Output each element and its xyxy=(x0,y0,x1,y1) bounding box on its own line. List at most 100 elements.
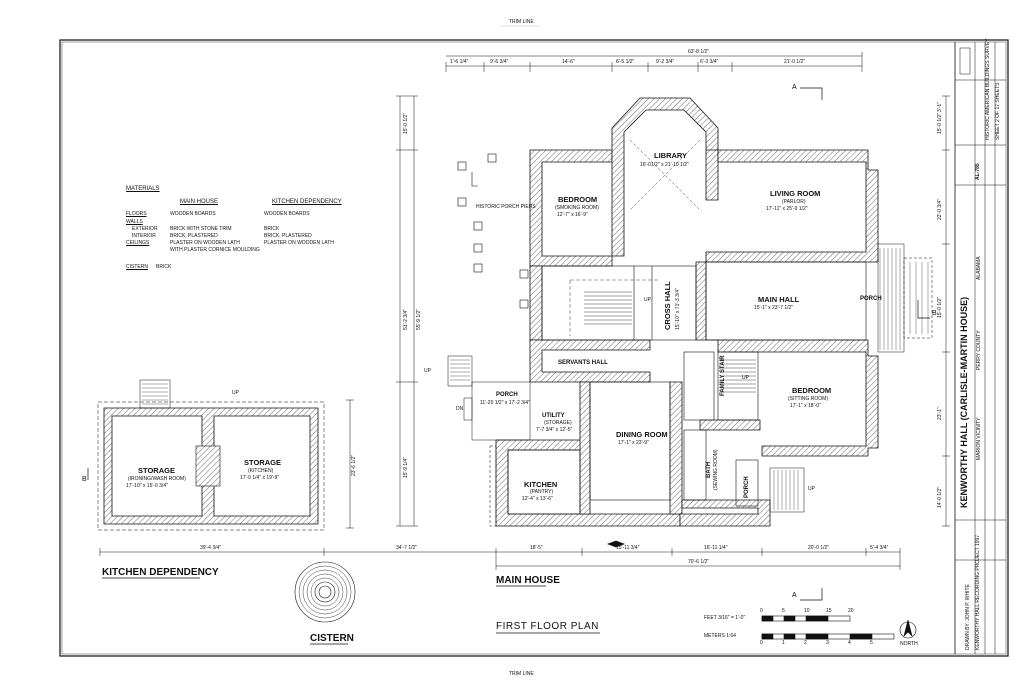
porch-west-dims: 11'-20 1/2" x 17'-2 3/4" xyxy=(480,400,530,406)
dim-bottom: 5'-4 3/4" xyxy=(870,545,889,551)
floors-label: FLOORS xyxy=(126,211,147,217)
drawn-by: DRAWN BY: JOHN P. WHITE xyxy=(965,584,971,650)
east-porch xyxy=(877,243,933,353)
ceilings-label: CEILINGS xyxy=(126,240,150,246)
interior-lines xyxy=(507,139,867,515)
scale-meter-tick: 1 xyxy=(782,640,785,646)
dim-top-total: 63'-8 1/2" xyxy=(688,49,710,55)
bedroom-sitting-name: BEDROOM xyxy=(792,386,832,395)
dimension-lines xyxy=(99,52,950,570)
cistern-drawing xyxy=(294,561,356,623)
bedroom-sitting-sub: (SITTING ROOM) xyxy=(788,396,828,402)
up-note-family: UP xyxy=(742,375,749,381)
cistern-value: BRICK xyxy=(156,264,172,270)
exterior-kitchen: BRICK xyxy=(264,226,280,232)
kitchen-dependency xyxy=(97,379,325,531)
scale-feet-tick: 20 xyxy=(848,608,854,614)
section-b-right: B xyxy=(932,310,937,317)
exterior-label: EXTERIOR xyxy=(132,226,158,232)
porch-south-name: PORCH xyxy=(744,476,750,498)
dim-left: 51'-2 3/4" xyxy=(403,308,409,330)
up-note-main-stair: UP xyxy=(644,297,651,303)
agency: HISTORIC AMERICAN BUILDINGS SURVEY xyxy=(985,38,991,140)
porch-west-name: PORCH xyxy=(496,392,518,398)
habs-number: AL-785 xyxy=(975,163,981,180)
storage-kitchen-sub: (KITCHEN) xyxy=(248,468,274,474)
dim-left: 23'-6 1/2" xyxy=(351,454,357,476)
dim-bottom: 34'-7 1/2" xyxy=(396,545,418,551)
dim-bottom-total: 70'-6 1/2" xyxy=(688,559,710,565)
dim-top: 21'-0 1/2" xyxy=(784,59,806,65)
dim-right: 15'-0 1/2" xyxy=(937,296,943,318)
storage-ironing-dims: 17'-10" x 15'-0 3/4" xyxy=(126,483,168,489)
materials-col-kitchen: KITCHEN DEPENDENCY xyxy=(272,199,342,205)
main-title: KENWORTHY HALL (CARLISLE-MARTIN HOUSE) xyxy=(959,296,969,508)
dining-room-dims: 17'-1" x 23'-9" xyxy=(618,440,649,446)
dim-right: 23'-1" xyxy=(937,407,943,420)
historic-porch-piers-note: HISTORIC PORCH PIERS xyxy=(476,204,536,210)
ceilings-kitchen: PLASTER ON WOODEN LATH xyxy=(264,240,334,246)
location: MARION VICINITY xyxy=(976,417,982,460)
bath-name: BATH xyxy=(706,461,712,478)
storage-kitchen-dims: 17'-0 1/4" x 19'-9" xyxy=(240,475,280,481)
bedroom-smoking-dims: 12'-7" x 16'-9" xyxy=(557,212,588,218)
cross-hall-name: CROSS HALL xyxy=(663,281,672,330)
storage-kitchen-name: STORAGE xyxy=(244,458,281,467)
section-a-top: A xyxy=(792,84,797,91)
main-hall-dims: 15'-1" x 23'-7 1/2" xyxy=(754,305,794,311)
cross-hall-dims: 15'-10" x 71'-3 3/4" xyxy=(675,288,681,330)
north-label: NORTH xyxy=(900,641,918,647)
scale-meter-tick: 0 xyxy=(760,640,763,646)
library-name: LIBRARY xyxy=(654,151,688,160)
scale-meters-label: METERS 1:64 xyxy=(704,633,736,639)
storage-ironing-sub: (IRONING/WASH ROOM) xyxy=(128,476,186,482)
dim-bottom: 16'-11 1/4" xyxy=(704,545,728,551)
dim-left: 55'-9 1/2" xyxy=(416,308,422,330)
dim-top: 1'-6 1/4" xyxy=(450,59,469,65)
up-note-west: UP xyxy=(424,368,431,374)
west-porch xyxy=(447,355,531,441)
outer-border xyxy=(59,39,1009,657)
dim-top: 6'-5 1/2" xyxy=(616,59,635,65)
utility-sub: (STORAGE) xyxy=(544,420,572,426)
ceilings-main: PLASTER ON WOODEN LATH xyxy=(170,240,240,246)
section-b-left: B xyxy=(82,476,87,483)
scale-meter-tick: 5 xyxy=(870,640,873,646)
materials-col-main: MAIN HOUSE xyxy=(180,199,219,205)
floors-main: WOODEN BOARDS xyxy=(170,211,216,217)
scale-feet-label: FEET 3/16" = 1'-0" xyxy=(704,615,746,621)
kitchen-pantry-dims: 12'-4" x 13'-6" xyxy=(522,496,553,502)
main-house-caption: MAIN HOUSE xyxy=(496,575,560,586)
kitchen-dependency-caption: KITCHEN DEPENDENCY xyxy=(102,567,219,578)
section-markers xyxy=(87,87,930,601)
title-block xyxy=(954,42,1006,654)
dim-right: 3'-1" xyxy=(937,102,943,112)
interior-kitchen: BRICK, PLASTERED xyxy=(264,233,312,239)
dim-top: 9'-2 3/4" xyxy=(656,59,675,65)
sheet-number: SHEET 2 OF 17 SHEETS xyxy=(995,82,1001,140)
project: KENWORTHY HALL RECORDING PROJECT 1997 xyxy=(975,534,981,650)
state: ALABAMA xyxy=(976,256,982,280)
servants-hall-name: SERVANTS HALL xyxy=(558,360,608,366)
scale-meter-tick: 3 xyxy=(826,640,829,646)
dim-right: 22'-0 3/4" xyxy=(937,198,943,220)
inner-border xyxy=(61,41,1007,655)
bedroom-smoking-sub: (SMOKING ROOM) xyxy=(555,205,599,211)
dn-note-west: DN xyxy=(456,406,464,412)
cistern-caption: CISTERN xyxy=(310,633,354,644)
trim-line-bottom: TRIM LINE xyxy=(509,671,534,677)
interior-main: BRICK, PLASTERED xyxy=(170,233,218,239)
scale-feet-tick: 15 xyxy=(826,608,832,614)
dim-right: 14'-0 1/2" xyxy=(937,486,943,508)
porch-east-name: PORCH xyxy=(860,296,882,302)
main-hall-name: MAIN HALL xyxy=(758,295,800,304)
interior-label: INTERIOR xyxy=(132,233,156,239)
dim-left: 15'-9 1/4" xyxy=(403,456,409,478)
dining-room-name: DINING ROOM xyxy=(616,430,668,439)
living-room-sub: (PARLOR) xyxy=(782,199,806,205)
scale-feet-tick: 5 xyxy=(782,608,785,614)
utility-name: UTILITY xyxy=(542,413,565,419)
living-room-dims: 17'-11" x 25'-9 1/2" xyxy=(766,206,808,212)
bedroom-smoking-name: BEDROOM xyxy=(558,195,598,204)
